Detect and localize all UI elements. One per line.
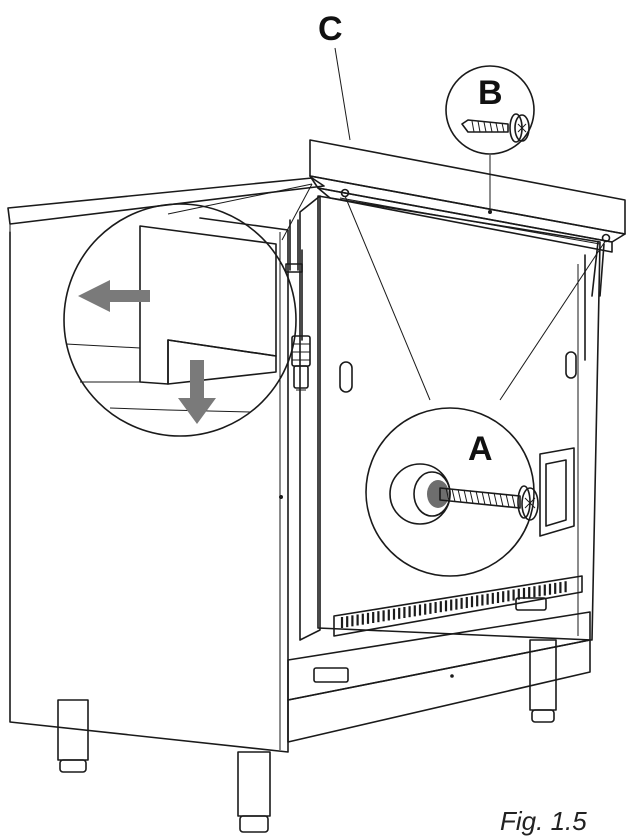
left-cabinet [9, 217, 289, 753]
leader-lines [167, 47, 607, 401]
vent-grille [333, 575, 583, 637]
screw-thread [463, 489, 468, 503]
base-plinth [287, 611, 591, 743]
screw-thread [457, 489, 462, 503]
screw-thread [493, 492, 498, 506]
arrow-left-icon [78, 280, 150, 312]
screw-thread [469, 490, 474, 504]
joint-panel-front [139, 225, 277, 385]
figure-caption: Fig. 1.5 [500, 806, 587, 836]
callout-screw-b [445, 65, 535, 155]
callout-panel-joint [63, 203, 297, 437]
screw-thread [445, 487, 450, 502]
screw-thread [511, 494, 516, 508]
label-c: C [318, 10, 343, 48]
label-b: B [478, 74, 503, 112]
screw-thread [451, 488, 456, 502]
side-connector [285, 219, 311, 391]
label-a: A [468, 430, 493, 468]
screw-icon [461, 113, 530, 143]
arrow-down-icon [178, 360, 216, 424]
screw-hole-right [601, 233, 611, 243]
screw-thread [487, 492, 492, 506]
screw-icon [439, 485, 539, 521]
leg-rear-right [529, 639, 557, 723]
callout-screw-a [365, 407, 575, 577]
screw-thread [475, 490, 480, 505]
leg-front-right [237, 751, 271, 833]
screw-thread [481, 491, 486, 505]
panel-slot-right [565, 351, 577, 379]
left-worktop [7, 177, 325, 232]
vent-slot-right [515, 597, 547, 611]
leg-front-left [57, 699, 89, 773]
screw-thread [499, 493, 504, 507]
panel-slot-left [339, 361, 353, 393]
appliance-back-panel [299, 195, 601, 641]
screw-thread [505, 493, 510, 508]
plinth-slot-left [313, 667, 349, 683]
splashback-panel [309, 139, 626, 297]
